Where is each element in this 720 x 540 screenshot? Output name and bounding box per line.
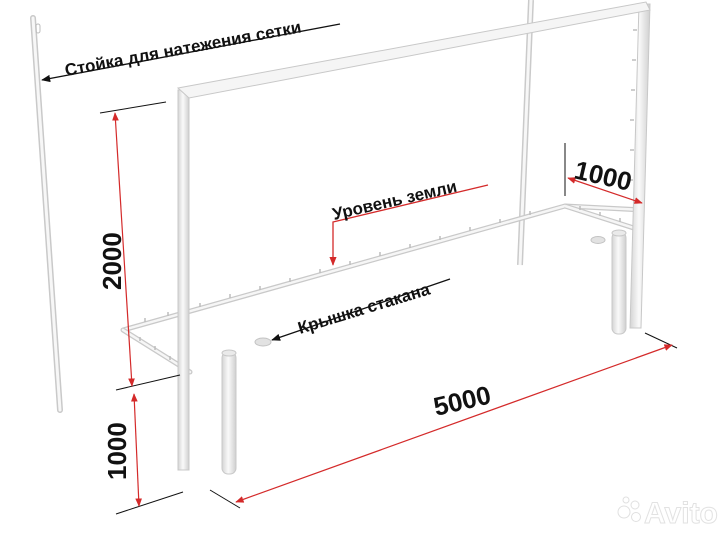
dimension-width-label: 5000 (431, 380, 494, 422)
dimension-depth-label: 1000 (102, 422, 132, 480)
callout-tension-post-label: Стойка для натежения сетки (63, 18, 302, 80)
avito-watermark: Avito (617, 496, 718, 531)
dimension-goal-depth-1000: 1000 (564, 143, 643, 204)
sleeve-caps (254, 236, 606, 347)
avito-logo-icon (617, 505, 631, 519)
avito-watermark-text: Avito (644, 497, 718, 530)
callout-ground-level-label: Уровень земли (331, 177, 459, 224)
dimension-height-label: 2000 (97, 232, 127, 290)
dimension-goal-depth-label: 1000 (572, 155, 635, 197)
dimension-depth-1000: 1000 (102, 393, 184, 515)
callout-sleeve-cap-label: Крышка стакана (296, 279, 433, 337)
dimension-width-5000: 5000 (209, 332, 678, 509)
goal-frame (176, 1, 651, 471)
ground-frame (120, 203, 644, 375)
tension-post (30, 15, 63, 413)
dimension-height-2000: 2000 (97, 101, 181, 391)
ground-sleeves (221, 229, 627, 475)
rear-tension-post (517, 0, 534, 266)
callout-sleeve-cap: Крышка стакана (271, 278, 451, 341)
